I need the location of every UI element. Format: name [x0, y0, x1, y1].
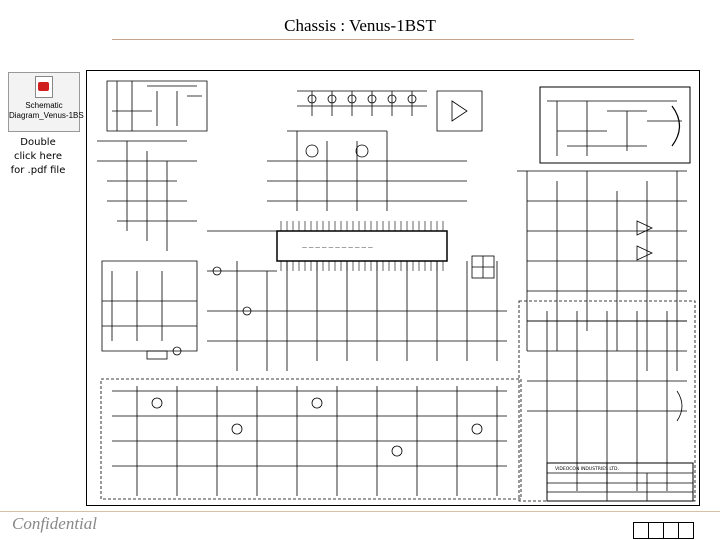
page-number-glyph — [663, 522, 679, 539]
attachment-filename: Schematic Diagram_Venus-1BS — [9, 101, 84, 121]
schematic-diagram: — — — — — — — — — — — VIDEOCON INDUSTRIE… — [86, 70, 700, 506]
page-number-glyph — [678, 522, 694, 539]
page-number-glyph — [648, 522, 664, 539]
pdf-file-icon — [35, 76, 53, 98]
attachment-hint: Double click here for .pdf file — [10, 137, 66, 176]
footer-divider — [0, 511, 720, 512]
footer-confidential: Confidential — [12, 514, 97, 533]
attachment-filename-line2: Diagram_Venus-1BS — [9, 111, 84, 120]
page-number-glyph — [633, 522, 649, 539]
title-divider — [112, 39, 634, 40]
attachment-filename-line1: Schematic — [25, 101, 63, 110]
schematic-drawing: — — — — — — — — — — — VIDEOCON INDUSTRIE… — [97, 80, 696, 502]
slide-title: Chassis : Venus-1BST — [284, 16, 436, 35]
schematic-sheet-label: VIDEOCON INDUSTRIES LTD. — [555, 466, 619, 472]
attachment-thumbnail[interactable]: Schematic Diagram_Venus-1BS — [8, 72, 84, 132]
svg-text:— — — — — — — — — — —: — — — — — — — — — — — — [302, 245, 373, 251]
pdf-attachment[interactable]: Schematic Diagram_Venus-1BS Double click… — [8, 72, 84, 178]
